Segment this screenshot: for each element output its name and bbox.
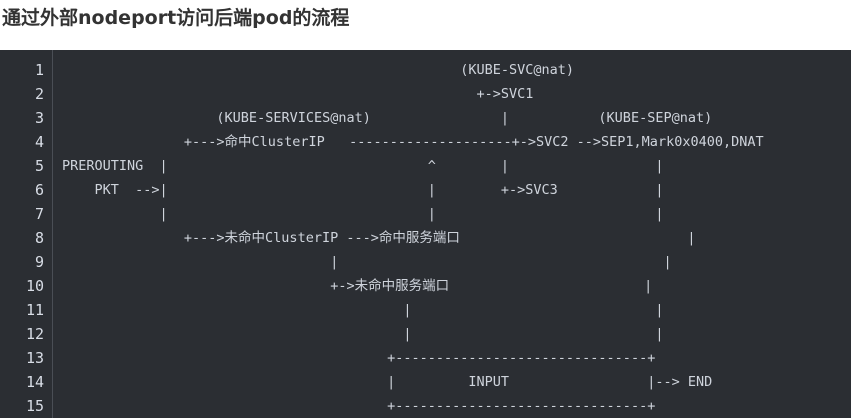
code-line: | | |: [62, 206, 664, 222]
line-number-gutter: 1 2 3 4 5 6 7 8 9 10 11 12 13 14 15: [0, 50, 53, 418]
line-number: 2: [34, 85, 44, 103]
line-number: 6: [34, 181, 44, 199]
code-block: 1 2 3 4 5 6 7 8 9 10 11 12 13 14 15 (KUB…: [0, 50, 851, 418]
code-line: +--->命中ClusterIP --------------------+->…: [62, 134, 764, 150]
line-number: 13: [25, 349, 44, 367]
line-number: 10: [25, 277, 44, 295]
line-number: 15: [25, 397, 44, 415]
code-line: (KUBE-SERVICES@nat) | (KUBE-SEP@nat): [62, 110, 713, 126]
line-number: 7: [34, 205, 44, 223]
line-number: 8: [34, 229, 44, 247]
line-number: 9: [34, 253, 44, 271]
page-title: 通过外部nodeport访问后端pod的流程: [2, 7, 350, 29]
code-line: PKT -->| | +->SVC3 |: [62, 182, 664, 198]
code-content: (KUBE-SVC@nat) +->SVC1 (KUBE-SERVICES@na…: [62, 50, 851, 418]
code-line: | |: [62, 254, 672, 270]
line-number: 1: [34, 61, 44, 79]
code-line: +-------------------------------+: [62, 398, 656, 414]
code-line: (KUBE-SVC@nat): [62, 62, 575, 78]
code-line: | INPUT |--> END: [62, 374, 713, 390]
line-number: 5: [34, 157, 44, 175]
line-number: 3: [34, 109, 44, 127]
code-line: +-------------------------------+: [62, 350, 656, 366]
code-line: +->未命中服务端口 |: [62, 278, 653, 294]
line-number: 12: [25, 325, 44, 343]
line-number: 4: [34, 133, 44, 151]
line-number: 14: [25, 373, 44, 391]
code-line: +--->未命中ClusterIP --->命中服务端口 |: [62, 230, 696, 246]
code-line: +->SVC1: [62, 86, 534, 102]
code-line: | |: [62, 326, 664, 342]
code-line: PREROUTING | ^ | |: [62, 158, 664, 174]
code-line: | |: [62, 302, 664, 318]
line-number: 11: [25, 301, 44, 319]
